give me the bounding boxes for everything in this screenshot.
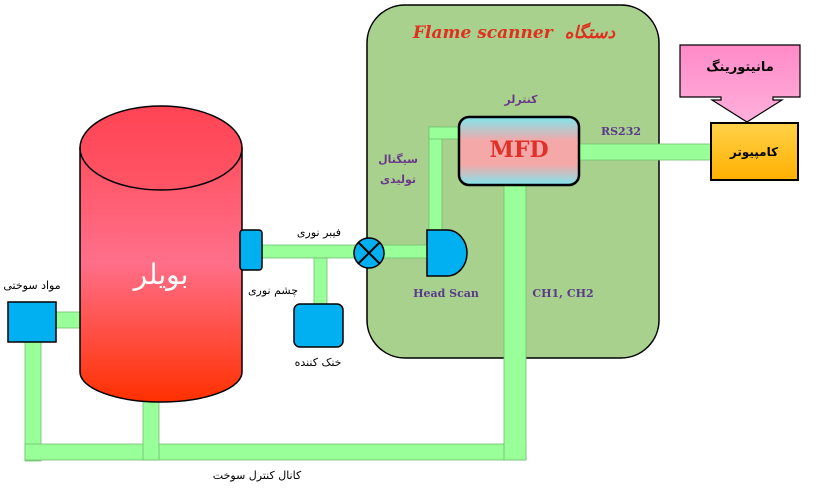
channels-label: CH1, CH2 bbox=[532, 287, 593, 300]
head-scan-label: Head Scan bbox=[413, 287, 479, 300]
boiler-label: بویلر bbox=[132, 258, 189, 291]
fuel-feed-pipe bbox=[24, 340, 42, 462]
device-title: Flame scanner دستگاه bbox=[412, 22, 615, 43]
computer-box: کامپیوتر bbox=[710, 122, 799, 181]
rs232-label: RS232 bbox=[601, 125, 641, 138]
rs232-link-pipe bbox=[577, 143, 713, 161]
signal-label-line1: سیگنال bbox=[378, 153, 418, 166]
boiler-bottom-pipe bbox=[142, 399, 160, 461]
control-channel-label: کانال کنترل سوخت bbox=[213, 469, 302, 482]
fuel-box bbox=[7, 301, 57, 343]
monitoring-box: مانیتورینگ bbox=[679, 44, 801, 123]
generated-signal-pipe-top bbox=[428, 126, 462, 140]
device-title-en: Flame scanner bbox=[412, 23, 554, 43]
control-channel-pipe bbox=[24, 443, 527, 461]
head-scan-unit bbox=[426, 229, 468, 277]
computer-label: کامپیوتر bbox=[729, 145, 778, 160]
mfd-unit: MFD bbox=[457, 115, 581, 187]
generated-signal-pipe bbox=[428, 126, 443, 232]
boiler-sensor bbox=[239, 229, 263, 271]
cooler-label: خنک کننده bbox=[295, 356, 342, 369]
device-title-fa: دستگاه bbox=[565, 22, 616, 43]
fiber-label: فیبر نوری bbox=[297, 226, 341, 239]
mfd-label: MFD bbox=[489, 137, 548, 163]
cooler-box bbox=[293, 303, 344, 348]
signal-label-line2: تولیدی bbox=[380, 173, 416, 186]
optical-eye-icon bbox=[353, 237, 385, 269]
fuel-label: مواد سوختی bbox=[3, 279, 60, 292]
ch-signal-pipe bbox=[503, 182, 527, 461]
fuel-boiler-connector bbox=[55, 311, 81, 329]
eye-label: چشم نوری bbox=[248, 284, 298, 297]
fiber-optic-pipe bbox=[261, 244, 429, 259]
boiler: بویلر bbox=[79, 105, 243, 403]
controller-label: کنترلر bbox=[503, 93, 538, 106]
monitoring-label: مانیتورینگ bbox=[706, 59, 774, 75]
cooler-branch-pipe bbox=[313, 257, 328, 306]
pipes bbox=[24, 126, 713, 462]
